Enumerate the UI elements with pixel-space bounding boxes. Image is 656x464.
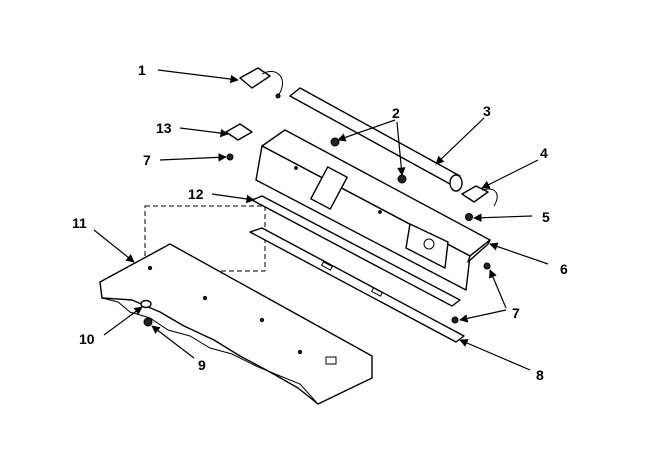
leader-2a: [337, 119, 396, 142]
part-control-panel: [255, 129, 491, 291]
leader-12: [211, 193, 255, 204]
trim-tab: [320, 261, 334, 271]
nut-shape: [465, 213, 473, 221]
part-bracket: [225, 123, 253, 141]
upper-trim-body: [251, 195, 461, 307]
leader-4: [481, 159, 539, 189]
control-panel-knob-plate: [310, 166, 348, 210]
base-hole: [259, 317, 265, 323]
callout-9: 9: [198, 357, 206, 373]
base-panel-slot: [325, 356, 337, 365]
leader-lines: [93, 69, 549, 371]
part-upper-trim: [251, 195, 461, 307]
base-hole: [147, 265, 153, 271]
clip-left: [330, 137, 340, 147]
screw-top-left: [226, 153, 234, 161]
leader-1: [157, 69, 239, 84]
leader-13: [179, 127, 229, 138]
panel-hole: [294, 166, 298, 170]
bracket-body: [225, 123, 253, 141]
base-panel-edge: [101, 297, 319, 405]
callout-3: 3: [483, 103, 491, 119]
callout-11: 11: [72, 215, 87, 231]
screw-right: [483, 262, 491, 270]
socket-right-body: [461, 185, 489, 203]
part-socket-right: [461, 185, 498, 207]
part-screw: [143, 317, 153, 327]
wire-end: [275, 93, 281, 99]
callout-7-right: 7: [512, 305, 520, 321]
leader-7b: [489, 269, 507, 309]
part-lamp-clips: [330, 137, 407, 184]
callout-10: 10: [79, 331, 95, 347]
leader-11: [93, 229, 135, 263]
panel-hole: [378, 210, 382, 214]
callout-labels: 1 2 3 4 5 6 7 7 8 9 10 11 12 13: [72, 62, 568, 383]
trim-tab: [370, 287, 384, 297]
leader-6: [489, 242, 549, 265]
screw-bottom-right: [451, 316, 459, 324]
leader-7c: [459, 309, 507, 323]
part-screws: [226, 153, 491, 324]
callout-8: 8: [536, 367, 544, 383]
leader-10: [103, 306, 143, 336]
washer-shape: [140, 299, 152, 309]
leader-5: [473, 213, 533, 222]
socket-body: [239, 67, 271, 89]
callout-7-left: 7: [143, 152, 151, 168]
part-washer: [140, 299, 152, 309]
callout-1: 1: [138, 62, 146, 78]
tube-end: [449, 174, 463, 192]
window-dial: [423, 238, 435, 250]
part-lower-trim: [249, 227, 465, 343]
base-hole: [297, 349, 303, 355]
base-hole: [202, 295, 208, 301]
leader-3: [435, 117, 485, 165]
leader-7a: [159, 153, 227, 162]
lower-trim-body: [249, 227, 465, 343]
callout-13: 13: [156, 120, 172, 136]
socket-wire: [261, 71, 284, 97]
callout-5: 5: [542, 209, 550, 225]
callout-12: 12: [188, 186, 204, 202]
part-nut: [465, 213, 473, 221]
part-base-panel: [99, 205, 373, 405]
part-tube-light: [289, 87, 463, 192]
socket-right-wire: [481, 188, 498, 207]
screw-head: [143, 317, 153, 327]
part-wire-socket: [239, 67, 284, 99]
leader-2b: [396, 121, 406, 176]
leader-8: [459, 339, 531, 371]
callout-4: 4: [540, 145, 548, 161]
control-panel-lip: [467, 239, 491, 263]
base-panel-body: [99, 243, 373, 405]
control-panel-window: [405, 223, 449, 269]
leader-9: [151, 325, 195, 359]
callout-2: 2: [392, 105, 400, 121]
callout-6: 6: [560, 261, 568, 277]
clip-right: [397, 174, 407, 184]
